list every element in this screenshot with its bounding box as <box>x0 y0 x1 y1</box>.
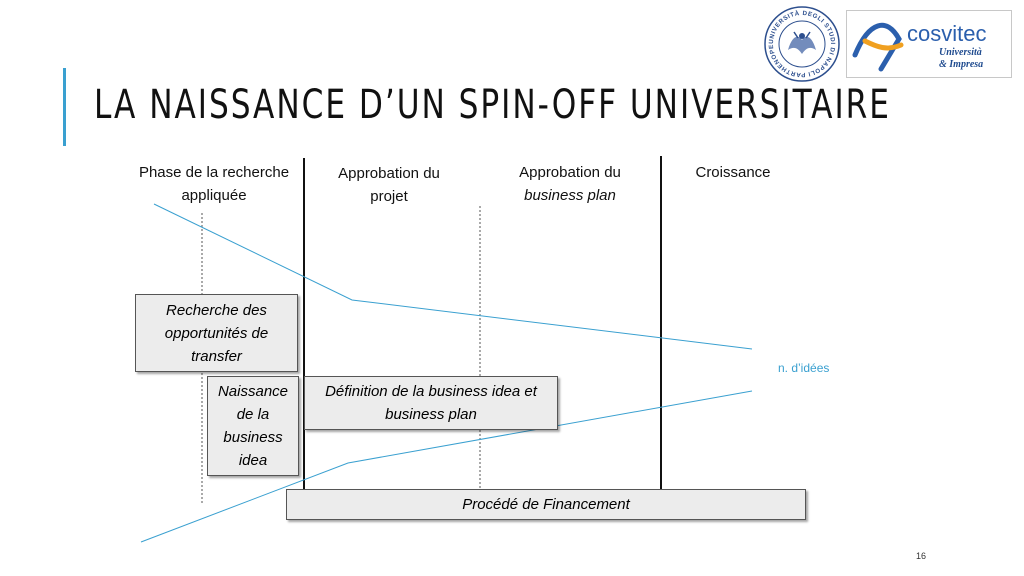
ideas-count-label: n. d’idées <box>778 361 830 375</box>
box-procede-financement: Procédé de Financement <box>286 489 806 520</box>
box-definition-business-plan: Définition de la business idea et busine… <box>304 376 558 430</box>
box-text-line: Définition de la business idea et <box>325 383 537 400</box>
box-text-line: Naissance <box>217 383 289 400</box>
column-label-line: Approbation du <box>519 164 621 181</box>
column-label-line: projet <box>370 188 408 205</box>
cosvitec-name: cosvitec <box>907 21 986 46</box>
slide-title: LA NAISSANCE D’UN SPIN-OFF UNIVERSITAIRE <box>94 82 891 128</box>
column-label-line: appliquée <box>181 187 247 204</box>
university-seal-logo: UNIVERSITÀ DEGLI STUDI DI NAPOLI PARTHEN… <box>764 6 840 82</box>
box-text-line: opportunités de <box>164 324 269 342</box>
column-label-projet: Approbation du projet <box>314 162 464 208</box>
title-accent-bar <box>63 68 66 146</box>
box-text-line: Recherche des <box>166 301 267 319</box>
column-label-recherche: Phase de la recherche appliquée <box>124 161 304 207</box>
box-text-line: idea <box>238 452 268 469</box>
column-label-line: Phase de la recherche <box>138 164 290 181</box>
column-label-line: business plan <box>524 187 616 204</box>
ideas-decline-curve <box>153 203 753 350</box>
column-label-line: Approbation du <box>338 165 440 182</box>
development-growth-curve <box>140 390 753 543</box>
box-text-line: business <box>223 429 283 446</box>
page-number: 16 <box>916 551 927 561</box>
box-text-line: transfer <box>191 347 242 365</box>
box-text-line: Procédé de Financement <box>462 496 630 513</box>
column-label-line: Croissance <box>695 164 771 181</box>
cosvitec-logo-icon: cosvitec Università & Impresa <box>852 21 986 72</box>
column-label-business-plan: Approbation du business plan <box>495 161 645 207</box>
cosvitec-tagline-2: & Impresa <box>939 59 983 70</box>
box-text-line: de la <box>236 406 270 423</box>
cosvitec-tagline-1: Università <box>939 47 982 58</box>
box-naissance-business-idea: Naissance de la business idea <box>207 376 299 476</box>
box-text-line: business plan <box>385 406 477 423</box>
box-recherche-opportunites: Recherche des opportunités de transfer <box>135 294 298 372</box>
university-seal-icon: UNIVERSITÀ DEGLI STUDI DI NAPOLI PARTHEN… <box>764 6 840 82</box>
column-label-croissance: Croissance <box>673 161 793 184</box>
cosvitec-logo: cosvitec Università & Impresa <box>846 10 1012 78</box>
